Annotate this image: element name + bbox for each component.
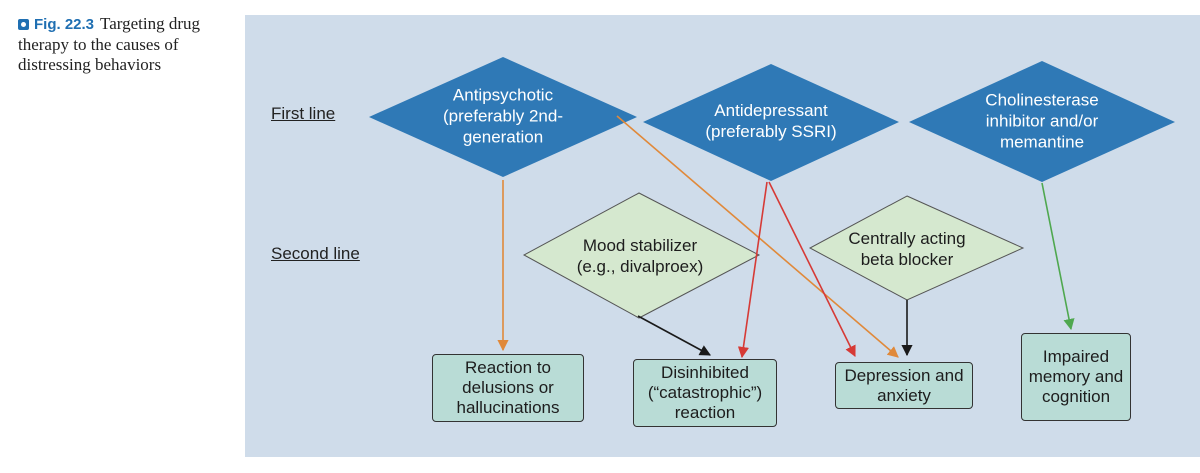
figure-caption-text: Targeting drug therapy to the causes of … <box>18 14 201 74</box>
row-label-second-line: Second line <box>271 244 360 263</box>
diamond-mood-stabilizer <box>522 192 761 319</box>
antipsychotic-label: Antipsychotic (preferably 2nd-generation <box>442 85 563 147</box>
cholinesterase-label: Cholinesterase inhibitor and/or memantin… <box>985 90 1099 152</box>
row-label-first-line: First line <box>271 104 336 123</box>
mood-stabilizer-label: Mood stabilizer (e.g., divalproex) <box>576 236 704 276</box>
arrow-cholinesterase-to-memory <box>1041 182 1075 331</box>
diagram-panel: First line Second line <box>245 15 1200 457</box>
figure-number: Fig. 22.3 <box>34 16 95 33</box>
beta-blocker-label: Centrally acting beta blocker <box>848 229 966 269</box>
target-delusions: Reaction to delusions or hallucinations <box>432 354 584 422</box>
diamond-antidepressant <box>643 64 899 181</box>
arrow-antidepressant-to-depression <box>768 181 856 358</box>
figure-icon <box>18 19 29 30</box>
target-memory: Impaired memory and cognition <box>1021 333 1131 421</box>
arrow-antidepressant-to-disinhibited <box>737 181 768 359</box>
diamond-cholinesterase <box>909 61 1175 182</box>
arrow-mood-to-disinhibited <box>637 315 711 356</box>
target-disinhibited: Disinhibited (“catastrophic”) reaction <box>633 359 777 427</box>
diamond-antipsychotic <box>369 57 637 177</box>
flow-diagram <box>369 57 1175 359</box>
target-depression: Depression and anxiety <box>835 362 973 409</box>
antidepressant-label: Antidepressant (preferably SSRI) <box>705 101 837 141</box>
arrow-antipsychotic-to-depression <box>616 115 899 358</box>
